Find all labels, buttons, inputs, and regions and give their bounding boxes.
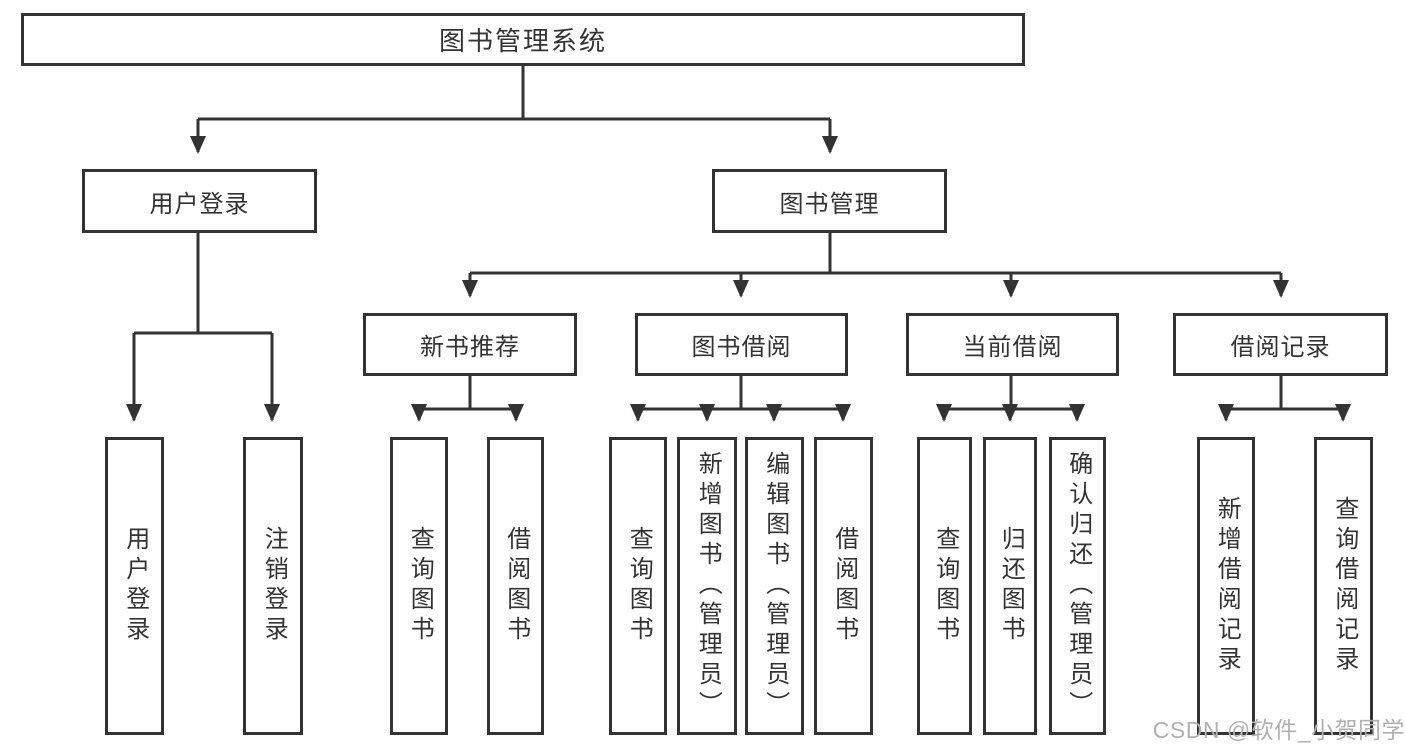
leaf-add-book-admin: 新增图书（管理员） — [677, 437, 737, 735]
leaf-query-books-recommend: 查询图书 — [390, 437, 448, 735]
node-book-management: 图书管理 — [712, 169, 947, 233]
node-current-borrowing: 当前借阅 — [906, 313, 1119, 376]
node-root: 图书管理系统 — [21, 13, 1025, 66]
watermark: CSDN @软件_小贺同学 — [1152, 717, 1405, 743]
node-new-book-recommend: 新书推荐 — [363, 313, 577, 376]
leaf-query-borrow-record: 查询借阅记录 — [1314, 437, 1373, 735]
leaf-query-books-borrowing: 查询图书 — [609, 437, 667, 735]
leaf-logout: 注销登录 — [243, 437, 303, 735]
leaf-add-borrow-record: 新增借阅记录 — [1197, 437, 1255, 735]
leaf-query-books-current: 查询图书 — [917, 437, 972, 735]
leaf-edit-book-admin: 编辑图书（管理员） — [745, 437, 804, 735]
node-borrowing-records: 借阅记录 — [1173, 313, 1388, 376]
leaf-return-books: 归还图书 — [983, 437, 1037, 735]
leaf-borrow-books-borrowing: 借阅图书 — [814, 437, 873, 735]
leaf-user-login: 用户登录 — [105, 437, 164, 735]
leaf-confirm-return-admin: 确认归还（管理员） — [1049, 437, 1106, 735]
node-user-login: 用户登录 — [82, 169, 317, 233]
node-book-borrowing: 图书借阅 — [635, 313, 848, 376]
leaf-borrow-books-recommend: 借阅图书 — [487, 437, 544, 735]
